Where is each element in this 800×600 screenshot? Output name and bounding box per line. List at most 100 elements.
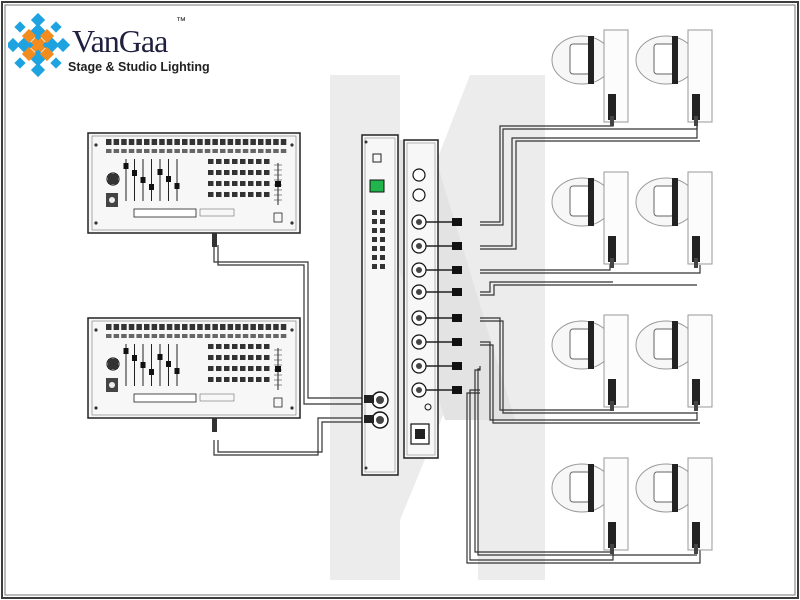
flash-button (280, 334, 287, 338)
fixture-connector (608, 94, 616, 120)
fader-knob (174, 183, 180, 189)
fixture-8 (635, 457, 713, 554)
rack-led (372, 210, 377, 215)
fixture-lens (569, 185, 591, 217)
fader-knob (132, 355, 137, 361)
fixture-connector (692, 236, 700, 262)
dmx-rack-unit-left (361, 134, 399, 476)
joystick-knob (109, 382, 115, 388)
fixture-plug (610, 544, 614, 554)
screw (94, 328, 98, 332)
channel-button (159, 139, 165, 145)
cable-layer (213, 115, 701, 564)
function-button (232, 159, 238, 164)
rack-led (372, 219, 377, 224)
flash-button (204, 149, 211, 153)
logo-petal (30, 12, 46, 28)
joystick-center (108, 174, 118, 184)
function-button (208, 344, 214, 349)
flash-button (273, 149, 279, 153)
fixture-connector (692, 522, 700, 548)
flash-button (250, 334, 256, 338)
function-button (208, 355, 214, 360)
flash-button (121, 149, 127, 153)
fixture-connector (608, 379, 616, 405)
rack-display (369, 179, 385, 193)
flash-button (265, 149, 272, 153)
cable-controller-bottom (213, 417, 372, 456)
logo-petal (50, 57, 62, 69)
flash-button (174, 149, 180, 153)
function-button (224, 192, 230, 197)
function-button (248, 159, 254, 164)
screw (94, 221, 98, 225)
fixture-plug (610, 258, 614, 268)
function-button (248, 192, 254, 197)
channel-button (144, 139, 150, 145)
function-button (216, 377, 222, 382)
fixture-5 (551, 314, 629, 411)
logo-petal (39, 46, 55, 62)
function-button (248, 366, 254, 371)
dmx-splitter (403, 139, 462, 459)
brand-logo: VanGaa ™ Stage & Studio Lighting (8, 10, 210, 80)
function-button (240, 170, 246, 175)
channel-button (144, 324, 150, 330)
channel-button (204, 324, 211, 330)
screw (94, 406, 98, 410)
channel-button (212, 324, 218, 330)
function-button (208, 159, 214, 164)
output-plug-4 (452, 288, 462, 296)
fader-knob (149, 369, 154, 375)
channel-button (151, 324, 158, 330)
function-button (216, 192, 222, 197)
function-button (264, 366, 270, 371)
flash-button (197, 149, 203, 153)
function-button (264, 181, 270, 186)
function-button (264, 192, 270, 197)
channel-button (242, 324, 249, 330)
channel-button (227, 324, 234, 330)
label-block (199, 208, 235, 217)
flash-button (258, 149, 264, 153)
logo-flower-icon (8, 12, 70, 78)
flash-button (204, 334, 211, 338)
function-button (224, 355, 230, 360)
fixture-lens (653, 471, 675, 503)
fixture-lens (653, 328, 675, 360)
channel-button (227, 139, 234, 145)
fixture-plug (694, 258, 698, 268)
rack-led (372, 228, 377, 233)
function-button (264, 159, 270, 164)
xlr-pin (376, 396, 384, 404)
fader-knob (157, 169, 163, 175)
output-plug-7 (452, 362, 462, 370)
cable-controller-top (213, 245, 372, 399)
channel-button (106, 139, 112, 145)
function-button (216, 366, 222, 371)
channel-button (121, 324, 127, 330)
channel-button (273, 139, 279, 145)
fixture-yoke (588, 36, 594, 84)
channel-button (136, 139, 142, 145)
fixture-yoke (672, 36, 678, 84)
function-button (256, 355, 262, 360)
xlr-pin (416, 387, 422, 393)
output-plug-1 (452, 218, 462, 226)
flash-button (182, 334, 188, 338)
fixture-lens (653, 185, 675, 217)
fixture-4 (635, 171, 713, 268)
screw (290, 328, 294, 332)
fixture-lens (653, 43, 675, 75)
fixture-7 (551, 457, 629, 554)
rack-led (380, 255, 385, 260)
fader-knob (140, 177, 146, 183)
xlr-pin (416, 363, 422, 369)
controller-top (87, 132, 301, 247)
function-button (224, 170, 230, 175)
flash-button (189, 149, 196, 153)
channel-button (166, 324, 173, 330)
function-button (232, 355, 238, 360)
screw (290, 143, 294, 147)
